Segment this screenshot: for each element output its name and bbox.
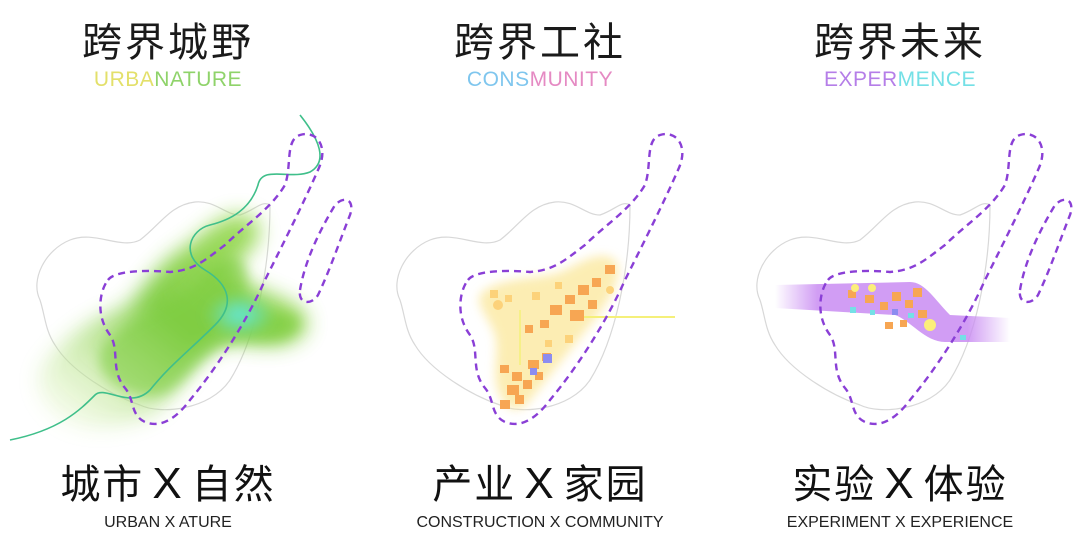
bottom-right: 自然 bbox=[191, 462, 276, 508]
small-unit bbox=[505, 295, 512, 302]
subtitle-part-b: MUNITY bbox=[529, 68, 614, 91]
panel-construction-community: 跨界工社 CONSMUNITY bbox=[360, 0, 720, 550]
community-unit bbox=[530, 368, 537, 375]
bottom-x: X bbox=[524, 459, 556, 508]
building-block bbox=[565, 295, 575, 304]
small-unit bbox=[532, 292, 540, 300]
panel-caption: EXPERIMENT X EXPERIENCE bbox=[786, 514, 1014, 531]
panel-caption: CONSTRUCTION X COMMUNITY bbox=[416, 514, 664, 531]
bottom-right: 家园 bbox=[563, 462, 648, 508]
experience-point bbox=[850, 307, 856, 313]
secondary-boundary-dashed bbox=[298, 198, 353, 304]
building-block bbox=[500, 400, 510, 409]
experience-point bbox=[868, 284, 876, 292]
subtitle-part-b: NATURE bbox=[154, 68, 243, 91]
panel-subtitle: CONSMUNITY bbox=[370, 68, 710, 92]
experience-unit bbox=[913, 288, 922, 297]
small-unit bbox=[490, 290, 498, 298]
building-block bbox=[540, 320, 549, 328]
urban-nature-diagram bbox=[9, 114, 353, 441]
experience-unit bbox=[880, 302, 888, 310]
panel-subtitle: EXPERMENCE bbox=[730, 68, 1070, 92]
community-unit bbox=[543, 354, 552, 363]
small-unit bbox=[565, 335, 573, 343]
experience-point bbox=[870, 310, 875, 315]
building-block bbox=[525, 325, 533, 333]
secondary-boundary-dashed bbox=[1018, 198, 1073, 304]
panel-title: 跨界城野 bbox=[82, 20, 254, 66]
panel-subtitle: URBANATURE bbox=[0, 68, 336, 92]
bottom-left: 城市 bbox=[60, 462, 145, 508]
small-unit bbox=[555, 282, 562, 289]
experience-unit bbox=[885, 322, 893, 329]
site-boundary-dashed bbox=[99, 132, 324, 426]
experience-point bbox=[960, 335, 966, 340]
building-block bbox=[523, 380, 532, 389]
bottom-right: 体验 bbox=[923, 462, 1008, 508]
experiment-experience-diagram bbox=[756, 132, 1073, 426]
building-block bbox=[605, 265, 615, 274]
site-boundary-dashed bbox=[459, 132, 684, 426]
building-block bbox=[535, 372, 543, 380]
experience-unit bbox=[905, 300, 913, 308]
bottom-x: X bbox=[152, 459, 184, 508]
construction-community-diagram bbox=[396, 132, 684, 426]
cyan-zone bbox=[205, 293, 275, 337]
small-unit bbox=[545, 340, 552, 347]
subtitle-part-a: URBA bbox=[93, 68, 155, 91]
bottom-left: 实验 bbox=[792, 462, 877, 508]
experience-unit bbox=[918, 310, 927, 318]
building-block bbox=[570, 310, 584, 321]
panel-title: 跨界未来 bbox=[814, 20, 986, 66]
experience-unit bbox=[848, 290, 856, 298]
experience-unit bbox=[900, 320, 907, 327]
small-unit bbox=[606, 286, 614, 294]
experience-unit bbox=[865, 295, 874, 303]
panel-title: 跨界工社 bbox=[454, 20, 626, 66]
subtitle-part-a: CONS bbox=[466, 68, 530, 91]
building-block bbox=[588, 300, 597, 309]
green-zone-core bbox=[100, 257, 299, 396]
experience-point bbox=[908, 313, 914, 318]
building-block bbox=[528, 360, 539, 369]
experience-units bbox=[848, 288, 927, 329]
bottom-left: 产业 bbox=[432, 462, 517, 508]
subtitle-part-b: MENCE bbox=[897, 68, 977, 91]
experience-point bbox=[892, 309, 898, 315]
site-boundary-dashed bbox=[819, 132, 1044, 426]
experience-points bbox=[850, 284, 966, 340]
building-block bbox=[512, 372, 522, 381]
bottom-x: X bbox=[884, 459, 916, 508]
experience-point bbox=[924, 319, 936, 331]
building-block bbox=[578, 285, 589, 295]
subtitle-part-a: EXPER bbox=[823, 68, 898, 91]
building-block bbox=[507, 385, 519, 395]
experience-point bbox=[851, 284, 859, 292]
panel-caption: URBAN X ATURE bbox=[104, 514, 232, 531]
panel-experiment-experience: 跨界未来 EXPERMENCE bbox=[720, 0, 1080, 550]
building-block bbox=[500, 365, 509, 373]
small-units bbox=[490, 282, 614, 347]
building-block bbox=[550, 305, 562, 315]
small-unit bbox=[493, 300, 503, 310]
building-block bbox=[515, 395, 524, 404]
building-block bbox=[592, 278, 601, 287]
experience-unit bbox=[892, 292, 901, 301]
